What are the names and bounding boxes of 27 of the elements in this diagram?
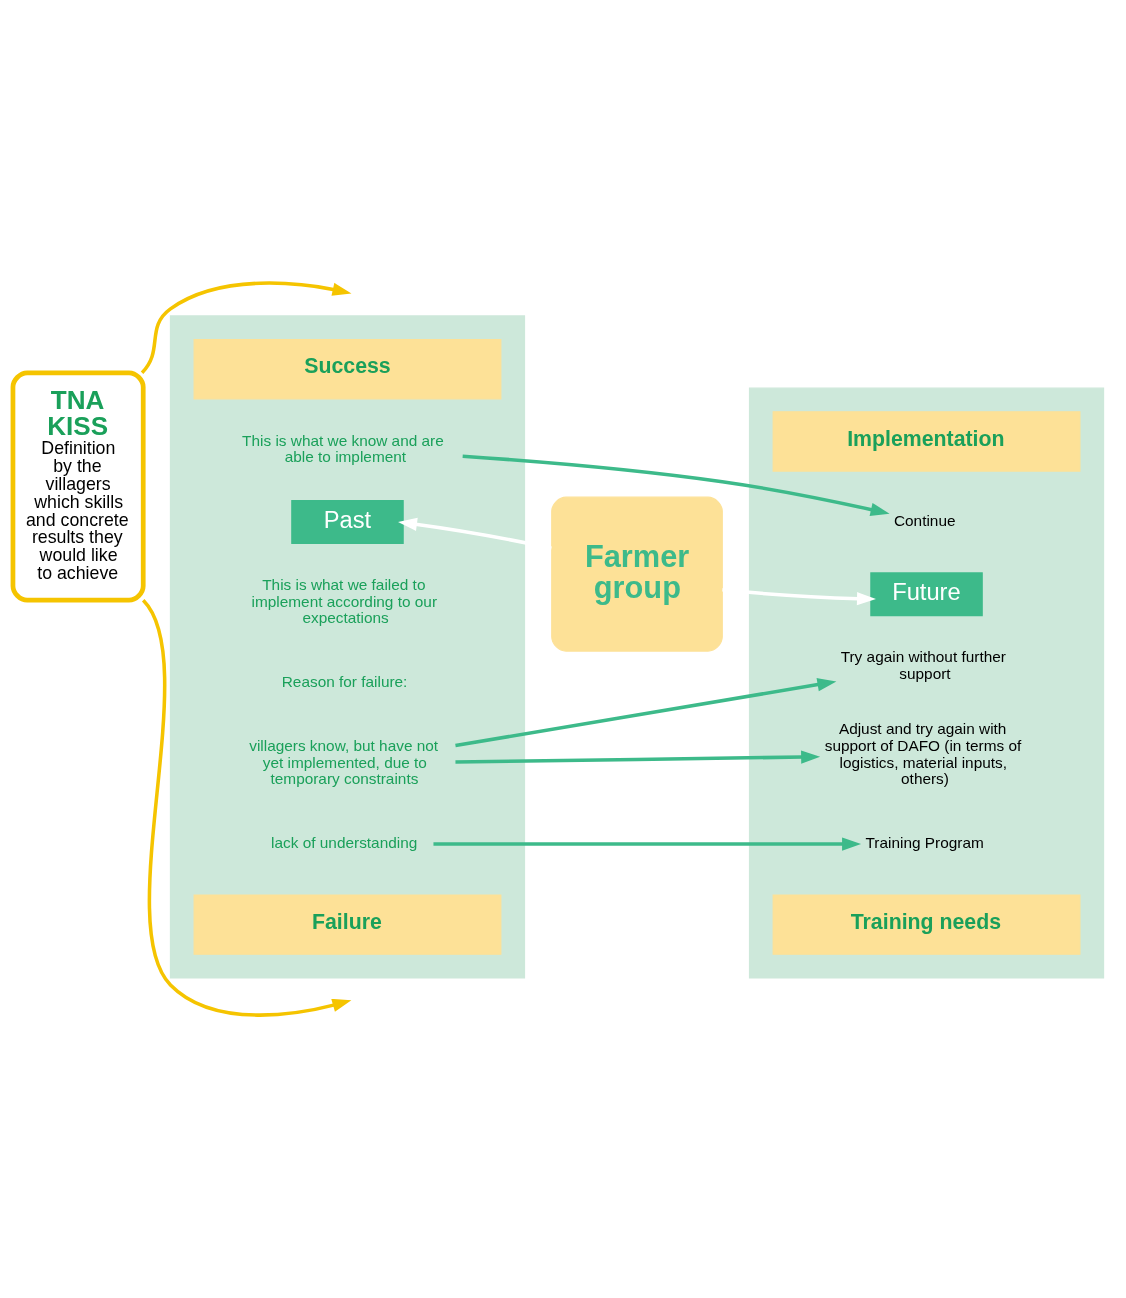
arrow — [433, 837, 862, 851]
node-text: This is what we failed to implement according to our expectations — [251, 575, 438, 627]
arrow — [141, 599, 352, 1017]
cluster — [169, 315, 526, 979]
node-box: Future — [870, 572, 983, 617]
node-text: Adjust and try again with support of DAFO (in terms of logistics, material inputs, others) — [824, 720, 1022, 788]
label: Reason for failure: — [281, 673, 408, 691]
node-text: Try again without further support — [840, 648, 1006, 682]
arrow — [455, 678, 837, 748]
node-box: Training needs — [772, 894, 1081, 955]
arrow — [140, 281, 352, 374]
cluster — [748, 387, 1105, 979]
node-text: Continue — [893, 512, 956, 530]
node-text: villagers know, but have not yet implemented, due to temporary constraints — [249, 737, 439, 788]
node-text: Training Program — [865, 834, 984, 852]
node-box: Success — [193, 339, 502, 400]
arrow — [455, 750, 821, 764]
node-box: TNA KISS Definition by the villagers which skills and concrete results they would like to achieve — [10, 370, 146, 603]
node-box: Past — [291, 500, 404, 544]
node-text: lack of understanding — [271, 834, 418, 852]
arrow — [462, 454, 890, 517]
node-text: This is what we know and are able to implement — [242, 431, 444, 466]
node-box: Farmer group — [551, 496, 723, 652]
arrow — [398, 517, 552, 550]
node-box: Implementation — [772, 411, 1081, 472]
arrow — [722, 588, 876, 606]
node-box: Failure — [193, 894, 502, 955]
